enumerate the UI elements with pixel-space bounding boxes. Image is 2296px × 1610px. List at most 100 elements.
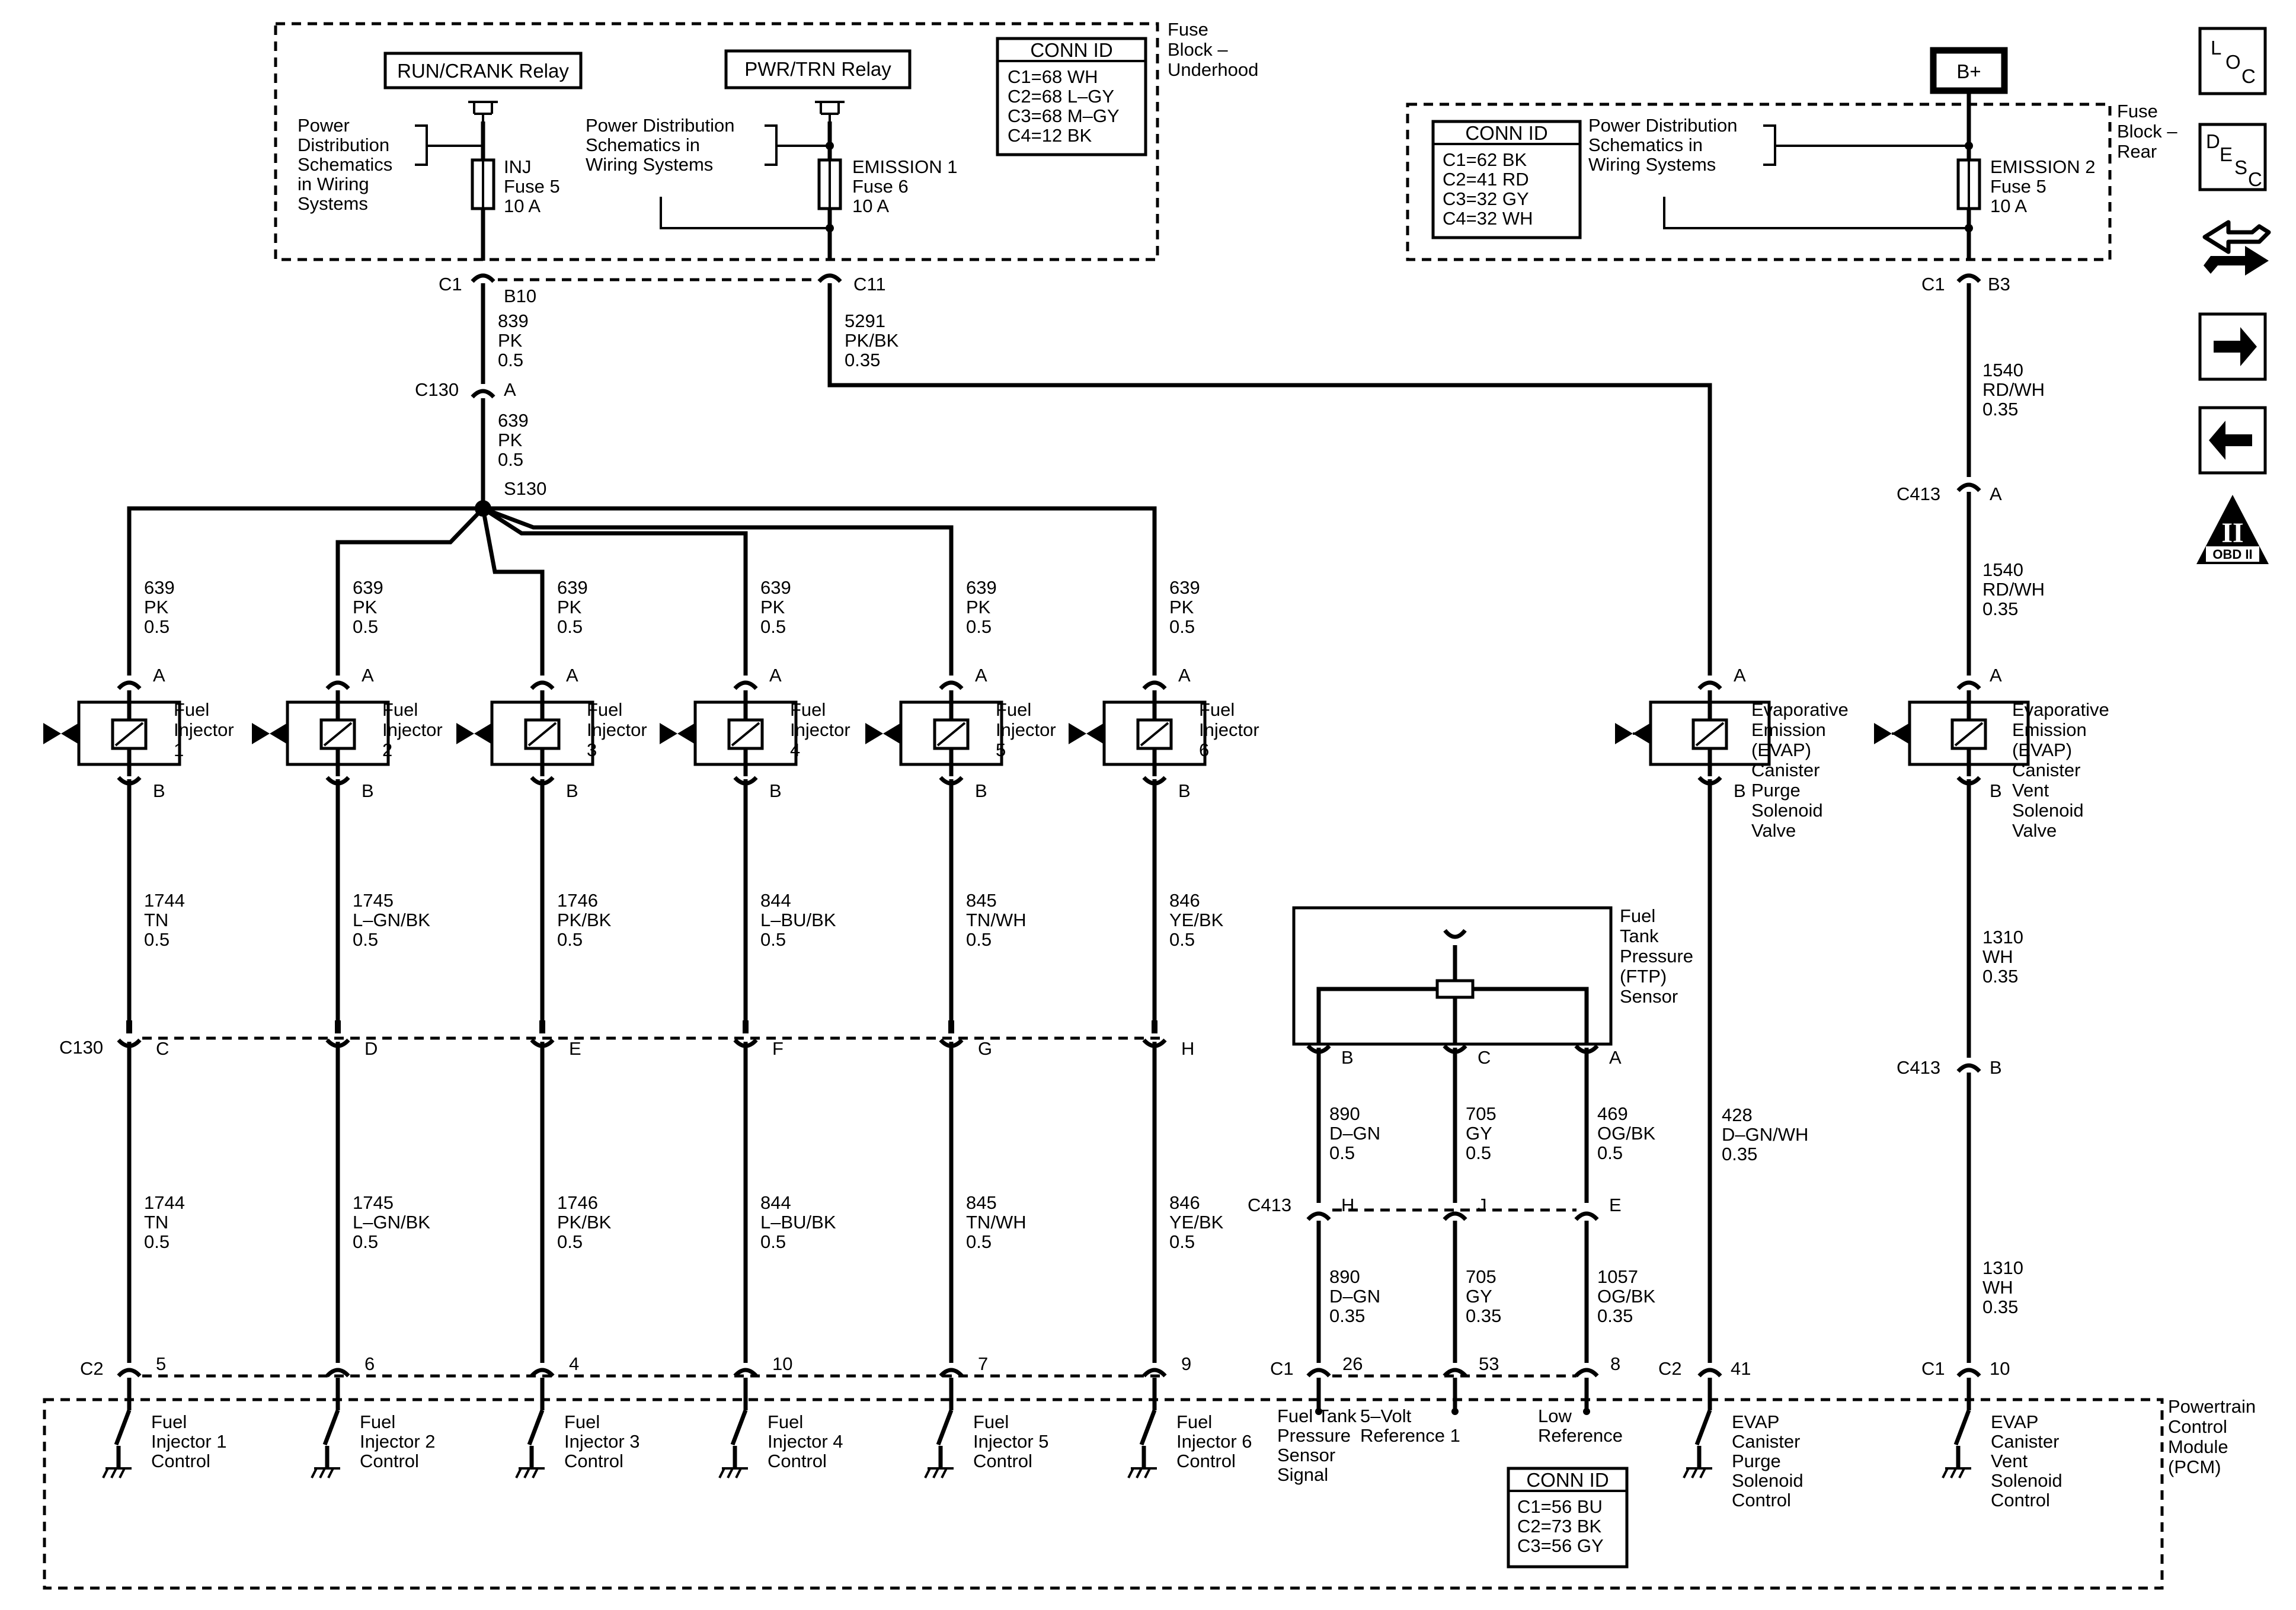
svg-text:B: B (362, 780, 374, 801)
injector-feed-wire (481, 508, 545, 676)
svg-text:PK: PK (144, 597, 169, 617)
svg-text:1310: 1310 (1982, 1257, 2023, 1278)
svg-text:A: A (1178, 665, 1191, 686)
svg-text:Canister: Canister (1751, 760, 1819, 780)
ground-icon (515, 1467, 545, 1478)
svg-text:C1=68 WH: C1=68 WH (1008, 66, 1098, 87)
svg-text:C1: C1 (1921, 274, 1945, 295)
svg-text:INJ: INJ (504, 156, 532, 177)
svg-text:PK: PK (353, 597, 378, 617)
desc-icon[interactable]: D E S C (2198, 123, 2267, 191)
svg-text:Purge: Purge (1751, 780, 1801, 801)
svg-text:1310: 1310 (1982, 927, 2023, 948)
svg-text:26: 26 (1342, 1353, 1363, 1374)
svg-text:Canister: Canister (2012, 760, 2080, 780)
svg-text:53: 53 (1479, 1353, 1499, 1374)
svg-text:CONN ID: CONN ID (1465, 122, 1547, 144)
svg-text:1744: 1744 (144, 890, 185, 911)
svg-text:Fuel: Fuel (1620, 905, 1655, 926)
conn-id-table-underhood: CONN ID C1=68 WH C2=68 L–GY C3=68 M–GY C… (996, 37, 1147, 156)
ground-icon (1127, 1467, 1157, 1478)
svg-text:Injector: Injector (174, 719, 234, 740)
svg-text:D–GN/WH: D–GN/WH (1722, 1124, 1808, 1145)
svg-text:PK/BK: PK/BK (557, 1212, 612, 1233)
ftp-sensor-element-icon (1435, 979, 1475, 999)
svg-text:H: H (1181, 1038, 1194, 1059)
svg-text:4: 4 (569, 1353, 579, 1374)
svg-text:Fuel: Fuel (151, 1411, 187, 1432)
loc-icon[interactable]: L O C (2198, 27, 2267, 95)
svg-text:0.5: 0.5 (1169, 616, 1195, 637)
svg-text:Fuse: Fuse (2117, 101, 2158, 121)
switch-icon (1139, 1409, 1157, 1446)
powertrain-control-module: Powertrain Control Module (PCM) CONN ID … (43, 1396, 2256, 1590)
switch-icon (114, 1409, 132, 1446)
svg-text:WH: WH (1982, 1277, 2013, 1298)
svg-text:A: A (362, 665, 374, 686)
next-page-icon[interactable] (2198, 312, 2267, 381)
svg-text:Fuel: Fuel (174, 699, 209, 720)
svg-text:D–GN: D–GN (1329, 1286, 1380, 1307)
svg-text:L: L (2211, 37, 2221, 59)
svg-text:Injector: Injector (996, 719, 1056, 740)
svg-text:639: 639 (557, 577, 588, 598)
svg-text:Block –: Block – (2117, 121, 2177, 142)
svg-text:0.35: 0.35 (845, 350, 880, 370)
svg-text:0.5: 0.5 (353, 929, 378, 950)
svg-text:5291: 5291 (845, 311, 885, 331)
svg-text:Injector 5: Injector 5 (973, 1431, 1049, 1452)
c1-connector-rear: C1 B3 (1921, 273, 2010, 295)
svg-text:WH: WH (1982, 946, 2013, 967)
svg-text:TN: TN (144, 1212, 168, 1233)
obd-ii-icon[interactable]: II OBD II (2196, 495, 2269, 564)
svg-text:0.5: 0.5 (966, 616, 992, 637)
svg-text:PK: PK (498, 330, 523, 351)
c1-connector-label: C1 (1270, 1358, 1294, 1379)
conn-id-table-pcm: CONN ID C1=56 BU C2=73 BK C3=56 GY (1507, 1467, 1629, 1569)
svg-text:0.35: 0.35 (1722, 1144, 1757, 1164)
svg-text:in Wiring: in Wiring (298, 174, 369, 194)
svg-text:PK: PK (760, 597, 785, 617)
injector-bowtie-icon (456, 723, 492, 744)
previous-page-icon[interactable] (2198, 406, 2267, 475)
ground-icon (311, 1467, 340, 1478)
svg-text:Schematics in: Schematics in (586, 135, 700, 155)
svg-text:Fuel: Fuel (768, 1411, 803, 1432)
svg-text:Wiring Systems: Wiring Systems (586, 154, 713, 175)
svg-text:0.5: 0.5 (144, 929, 170, 950)
fuel-injector-1-circuit: 639PK0.5AFuelInjector1B1744TN0.5C1744TN0… (43, 506, 483, 1378)
svg-text:6: 6 (1199, 740, 1209, 760)
svg-text:PK: PK (966, 597, 991, 617)
svg-text:C: C (1478, 1047, 1491, 1068)
connector-end-view-icon[interactable] (2202, 220, 2271, 276)
svg-text:C: C (156, 1038, 169, 1059)
svg-text:E: E (1609, 1195, 1622, 1215)
injector-feed-wire (127, 506, 483, 676)
svg-text:Control: Control (2168, 1416, 2227, 1437)
svg-text:Schematics in: Schematics in (1588, 135, 1703, 155)
svg-text:428: 428 (1722, 1105, 1753, 1125)
svg-text:D–GN: D–GN (1329, 1123, 1380, 1144)
svg-text:B: B (153, 780, 165, 801)
svg-text:PK: PK (1169, 597, 1194, 617)
svg-text:846: 846 (1169, 890, 1200, 911)
svg-text:C: C (2241, 65, 2256, 87)
svg-text:0.35: 0.35 (1982, 399, 2018, 420)
svg-text:Fuel: Fuel (360, 1411, 395, 1432)
svg-text:Powertrain: Powertrain (2168, 1396, 2256, 1417)
svg-text:Fuel: Fuel (382, 699, 418, 720)
svg-text:PK: PK (557, 597, 582, 617)
svg-text:OG/BK: OG/BK (1597, 1123, 1656, 1144)
ground-icon (924, 1467, 954, 1478)
svg-text:B: B (1341, 1047, 1354, 1068)
svg-text:E: E (2220, 143, 2233, 165)
svg-text:1057: 1057 (1597, 1266, 1638, 1287)
svg-text:G: G (978, 1038, 992, 1059)
svg-text:Module: Module (2168, 1436, 2228, 1457)
svg-text:844: 844 (760, 1192, 791, 1213)
